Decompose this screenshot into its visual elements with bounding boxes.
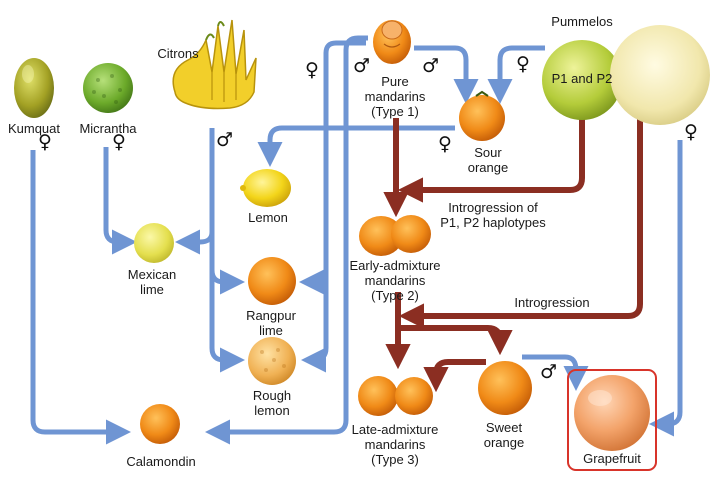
micrantha-label: Micrantha: [79, 121, 137, 136]
kumquat-icon: [14, 58, 54, 118]
late-mandarin-icon: [358, 376, 433, 416]
pure-mandarin-male-symbol-right: ♂: [422, 55, 440, 77]
pure-mandarin-male-symbol-left: ♂: [353, 55, 371, 77]
citron-male-symbol: ♂: [216, 129, 234, 151]
micrantha-icon: [83, 63, 133, 113]
rough-lemon-label: Rough lemon: [252, 388, 292, 418]
rough-lemon-icon: [248, 337, 296, 385]
mexican-lime-label: Mexican lime: [127, 267, 177, 297]
rangpur-lime-label: Rangpur lime: [246, 308, 296, 338]
introgression-label: Introgression: [514, 295, 590, 310]
pummelos-label: Pummelos: [551, 14, 613, 29]
citron-trunk-line: [209, 128, 246, 373]
pummelo-icon: [542, 25, 710, 125]
calamondin-label: Calamondin: [126, 454, 196, 469]
micrantha-to-mexican-lime-arrow: [103, 147, 138, 255]
rangpur-lime-icon: [248, 257, 296, 305]
grapefruit-label: Grapefruit: [583, 451, 641, 466]
early-mandarin-icon: [359, 215, 431, 256]
kumquat-to-calamondin-arrow: [30, 150, 132, 445]
p1-p2-label: P1 and P2: [551, 71, 613, 86]
lemon-label: Lemon: [248, 210, 288, 225]
pure-to-calamondin-arrow: [204, 35, 368, 445]
sweet-to-late-arrow: [423, 359, 486, 393]
sour-to-lemon-arrow: [257, 125, 455, 168]
citron-icon: [172, 19, 257, 110]
grapefruit-female-symbol: ♀: [684, 121, 698, 143]
introgression-p1p2-label: Introgression of P1, P2 haplotypes: [440, 200, 546, 230]
micrantha-female-symbol: ♀: [112, 131, 126, 153]
sweet-orange-label: Sweet orange: [483, 420, 525, 450]
pure-mandarin-icon: [373, 20, 411, 64]
sweet-orange-icon: [478, 361, 532, 415]
pure-mandarin-female-symbol: ♀: [305, 59, 319, 81]
pure-to-sour-arrow: [414, 45, 479, 105]
sour-orange-label: Sour orange: [467, 145, 509, 175]
pummelo-to-grapefruit-arrow: [648, 140, 683, 437]
kumquat-label: Kumquat: [7, 121, 61, 136]
pummelo-introgression-arrow: [398, 118, 643, 329]
grapefruit-icon: [574, 375, 650, 451]
late-admixture-label: Late-admixture mandarins (Type 3): [351, 422, 439, 467]
lemon-icon: [240, 169, 291, 207]
kumquat-female-symbol: ♀: [38, 131, 52, 153]
citron-to-rangpur-arrow: [209, 269, 246, 295]
calamondin-icon: [140, 404, 180, 444]
citron-to-mexican-lime-arrow: [174, 229, 215, 255]
pummelo-female-symbol: ♀: [516, 53, 530, 75]
early-to-sweet-arrow: [400, 325, 513, 356]
pure-to-rangpur-arrow: [298, 269, 329, 295]
early-admixture-label: Early-admixture mandarins (Type 2): [349, 258, 441, 303]
grapefruit-highlight-box: [567, 369, 657, 471]
sour-orange-icon: [459, 90, 505, 141]
p1p2-introgression-arrow: [397, 118, 585, 203]
pummelo-to-sour-arrow: [487, 45, 545, 105]
mexican-lime-icon: [134, 223, 174, 263]
sweet-orange-male-symbol: ♂: [540, 361, 558, 383]
sour-orange-female-symbol: ♀: [438, 133, 452, 155]
pure-mandarin-maternal-line: [300, 40, 366, 373]
citrons-label: Citrons: [157, 46, 199, 61]
pure-mandarins-label: Pure mandarins (Type 1): [364, 74, 426, 119]
